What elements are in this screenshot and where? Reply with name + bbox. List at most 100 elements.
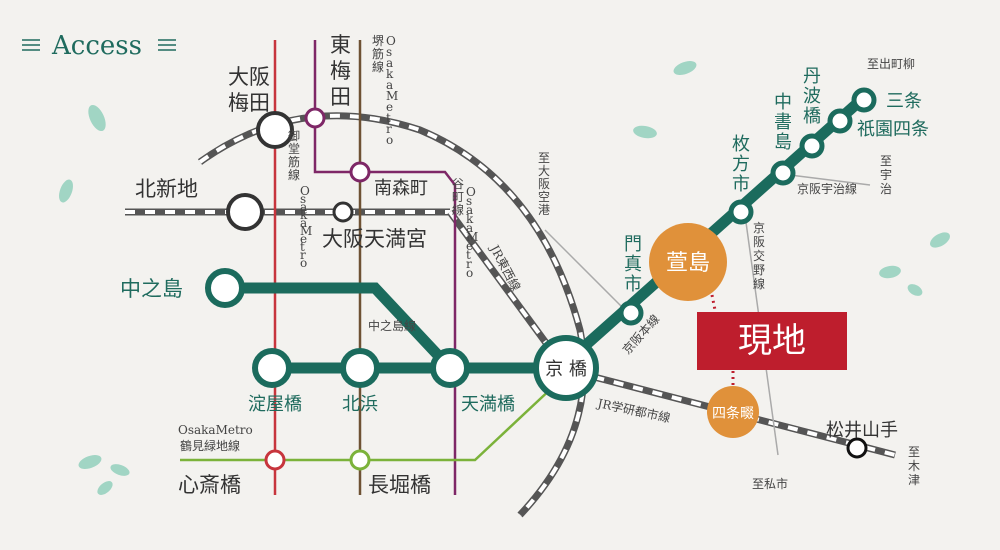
label-dest-demachiyanagi: 至出町柳 <box>867 57 915 71</box>
text-line: 線 <box>288 167 300 182</box>
leaf-decorations <box>59 61 950 495</box>
text-line: 大阪 <box>228 65 270 89</box>
page-title: Access <box>51 31 142 61</box>
station-shijonawate <box>707 386 759 438</box>
station-kayashima <box>649 223 727 301</box>
text-line: 筋 <box>288 154 300 169</box>
label-nakanoshima: 中之島 <box>120 277 183 301</box>
text-line: 中 <box>774 92 792 113</box>
text-line: 門 <box>624 234 642 255</box>
text-line: 野 <box>753 263 765 277</box>
label-minamimorimachi: 南森町 <box>374 178 428 199</box>
leaf-icon <box>88 104 106 132</box>
text-line: 線 <box>372 59 384 74</box>
text-line: a <box>386 78 393 92</box>
label-tanimachi: 谷町線 <box>452 177 464 217</box>
station-tanbabashi <box>799 133 825 159</box>
text-line: t <box>386 111 391 125</box>
label-yodoyabashi: 淀屋橋 <box>248 394 302 415</box>
text-line: 空 <box>538 190 550 204</box>
leaf-icon <box>673 61 697 75</box>
text-line: e <box>466 239 473 253</box>
genchi-marker <box>697 312 847 370</box>
text-line: 丹 <box>803 66 821 87</box>
text-line: r <box>466 257 472 271</box>
label-tsurumi-bottom: 鶴見緑地線 <box>180 438 240 453</box>
text-line: o <box>386 133 393 147</box>
leaf-icon <box>930 232 950 248</box>
label-osakatenmangu: 大阪天満宮 <box>322 227 427 251</box>
text-line: 田 <box>330 85 351 109</box>
label-sakaisuji: 堺筋線 <box>372 34 384 74</box>
text-line: 橋 <box>803 106 821 127</box>
text-line: 木 <box>908 459 920 473</box>
station-osakatenmangu <box>332 201 354 223</box>
text-line: t <box>466 248 471 262</box>
label-nakashojima: 中書島 <box>774 92 792 153</box>
label-gionshijo: 祇園四条 <box>857 119 929 140</box>
station-kadomashi <box>618 300 644 326</box>
station-gionshijo <box>827 108 853 134</box>
label-hirakatashi: 枚方市 <box>732 134 750 195</box>
station-labels: 大阪梅田 東梅田 北新地 南森町 大阪天満宮 中之島 淀屋橋 北浜 天満橋 京 … <box>120 33 929 497</box>
station-kyobashi <box>533 335 599 401</box>
text-line: 堺 <box>372 34 384 48</box>
station-hirakatashi <box>728 199 754 225</box>
text-line: 京 <box>753 221 765 235</box>
label-nagahoribashi: 長堀橋 <box>368 473 431 497</box>
text-line: r <box>386 122 392 136</box>
text-line: a <box>300 216 307 230</box>
text-line: 波 <box>803 86 821 107</box>
title-group: Access <box>22 31 176 61</box>
text-line: 谷 <box>452 177 464 191</box>
text-line: 市 <box>732 174 750 195</box>
text-line: a <box>466 203 473 217</box>
station-shinsaibashi <box>264 449 286 471</box>
text-line: 交 <box>753 248 765 263</box>
leaf-icon <box>78 455 102 469</box>
station-kitahama <box>340 348 380 388</box>
label-kayashima: 萱島 <box>666 251 710 276</box>
text-line: a <box>466 221 473 235</box>
station-tenmabashi <box>430 348 470 388</box>
label-sanjo: 三条 <box>886 91 922 112</box>
text-line: 至 <box>538 151 550 165</box>
label-kyobashi: 京 橋 <box>545 359 587 380</box>
station-sanjo <box>851 87 877 113</box>
text-line: 阪 <box>753 235 765 249</box>
text-line: 御 <box>288 128 300 143</box>
uji-line <box>789 174 871 186</box>
jr-tozai-diag <box>447 209 563 365</box>
label-dest-osaka-airport: 至大阪空港 <box>538 151 550 217</box>
text-line: O <box>466 185 476 199</box>
text-line: 港 <box>538 203 550 217</box>
text-line: e <box>300 232 307 246</box>
text-line: 津 <box>908 473 920 487</box>
destination-labels: 至出町柳 至宇治 至大阪空港 至私市 至木津 <box>538 57 920 491</box>
nakanoshima-line <box>225 282 455 372</box>
leaf-icon <box>907 284 923 296</box>
leaf-icon <box>59 179 73 203</box>
text-line: M <box>386 89 398 103</box>
text-line: 町 <box>452 190 464 204</box>
text-line: 阪 <box>538 177 550 191</box>
label-dest-kisaichi: 至私市 <box>752 476 788 491</box>
text-line: a <box>386 56 393 70</box>
text-line: 至 <box>908 445 920 459</box>
station-nakanoshima <box>205 268 245 308</box>
label-nakanoshima-line: 中之島線 <box>368 318 416 333</box>
airport-connector <box>544 229 626 311</box>
label-dest-uji: 至宇治 <box>880 154 892 196</box>
station-osaka-umeda <box>256 111 294 149</box>
leaf-icon <box>633 125 657 139</box>
text-line: o <box>300 256 307 270</box>
text-line: 枚 <box>732 134 750 155</box>
label-matsuiyamate: 松井山手 <box>826 420 898 441</box>
text-line: 梅田 <box>228 91 270 115</box>
label-midosuji: 御堂筋線 <box>288 128 300 182</box>
label-keihan-uji: 京阪宇治線 <box>797 181 857 196</box>
text-line: 真 <box>624 254 642 275</box>
text-line: s <box>300 192 306 206</box>
